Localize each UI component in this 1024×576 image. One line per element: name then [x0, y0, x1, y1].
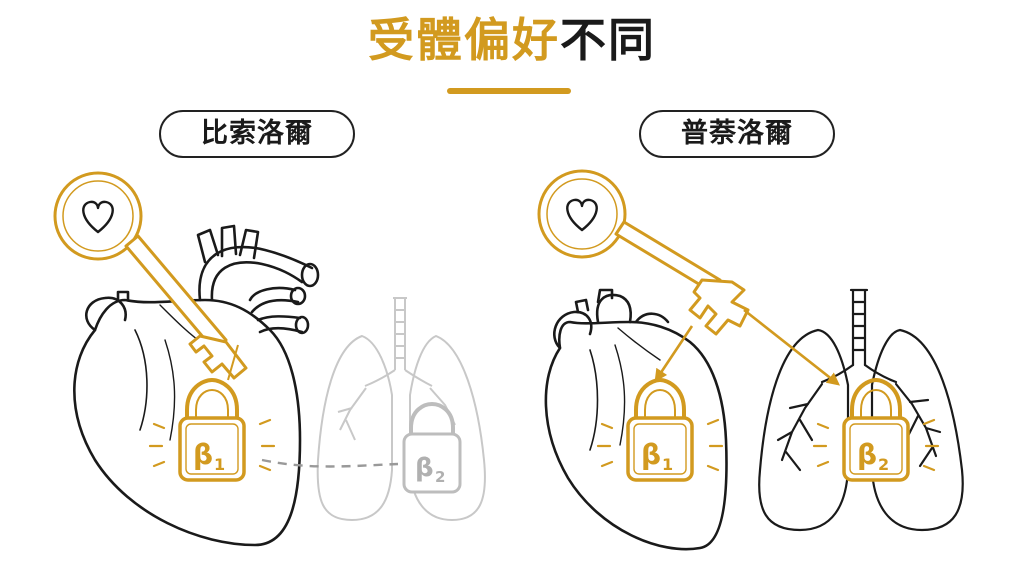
arrow-to-beta1 [654, 325, 694, 383]
drug-label-left: 比索洛爾 [159, 110, 355, 158]
receptor-beta1-right-sub: 1 [662, 455, 673, 474]
heart-organ-icon [544, 288, 728, 551]
heart-icon [566, 198, 598, 232]
receptor-beta1-left: β [193, 438, 213, 471]
key-icon [537, 169, 750, 336]
receptor-beta1-right: β [641, 438, 661, 471]
page-title: 受體偏好不同 [0, 10, 1024, 70]
arrow-to-beta2 [743, 308, 841, 386]
drug-label-right: 普萘洛爾 [639, 110, 835, 158]
padlock-icon [596, 377, 724, 482]
title-highlight: 受體偏好 [368, 13, 560, 67]
padlock-icon [148, 377, 276, 482]
padlock-icon [402, 401, 462, 494]
title-rest: 不同 [560, 13, 656, 67]
lungs-icon [758, 288, 964, 532]
heart-organ-icon [73, 224, 320, 547]
receptor-beta2-left: β [415, 453, 434, 483]
title-underline [447, 88, 571, 94]
padlock-icon [812, 377, 940, 482]
receptor-beta2-right: β [857, 438, 877, 471]
receptor-beta1-left-sub: 1 [214, 455, 225, 474]
receptor-beta2-right-sub: 2 [878, 455, 889, 474]
key-icon [53, 171, 248, 381]
receptor-beta2-left-sub: 2 [435, 468, 445, 486]
heart-icon [82, 200, 114, 234]
